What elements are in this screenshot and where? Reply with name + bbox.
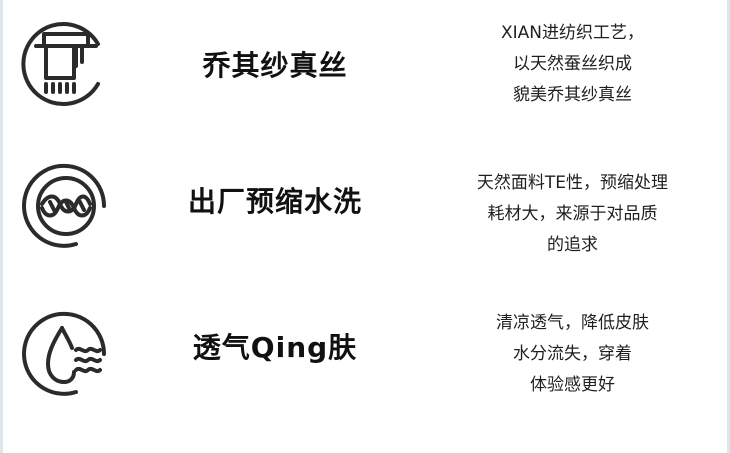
description-line: 水分流失，穿着 xyxy=(513,344,632,364)
description-line: 体验感更好 xyxy=(530,375,615,395)
feature-title: 透气Qing肤 xyxy=(192,331,358,364)
feature-title: 出厂预缩水洗 xyxy=(187,185,362,218)
feature-title: 乔其纱真丝 xyxy=(202,49,348,82)
description-line: 耗材大，来源于对品质 xyxy=(487,204,658,224)
description-line: 清凉透气，降低皮肤 xyxy=(496,313,649,333)
right-edge-strip xyxy=(727,0,730,453)
breathable-skin-icon xyxy=(16,304,116,404)
feature-row-georgette-silk: 乔其纱真丝 XIAN进纺织工艺， 以天然蚕丝织成 貌美乔其纱真丝 xyxy=(0,0,730,130)
description-line: 以天然蚕丝织成 xyxy=(513,54,632,74)
feature-description: XIAN进纺织工艺， 以天然蚕丝织成 貌美乔其纱真丝 xyxy=(425,18,720,111)
feature-row-preshrunk-wash: 出厂预缩水洗 天然面料TE性，预缩处理 耗材大，来源于对品质 的追求 xyxy=(0,148,730,278)
description-line: 的追求 xyxy=(547,235,598,255)
left-edge-strip xyxy=(0,0,3,453)
description-line: XIAN进纺织工艺， xyxy=(500,23,644,43)
towel-rack-icon xyxy=(16,14,116,114)
description-line: 貌美乔其纱真丝 xyxy=(513,85,632,105)
description-line: 天然面料TE性，预缩处理 xyxy=(476,173,669,193)
feature-description: 清凉透气，降低皮肤 水分流失，穿着 体验感更好 xyxy=(425,308,720,401)
feature-row-breathable: 透气Qing肤 清凉透气，降低皮肤 水分流失，穿着 体验感更好 xyxy=(0,294,730,424)
feature-description: 天然面料TE性，预缩处理 耗材大，来源于对品质 的追求 xyxy=(425,168,720,261)
twisted-yarn-icon xyxy=(16,156,116,256)
